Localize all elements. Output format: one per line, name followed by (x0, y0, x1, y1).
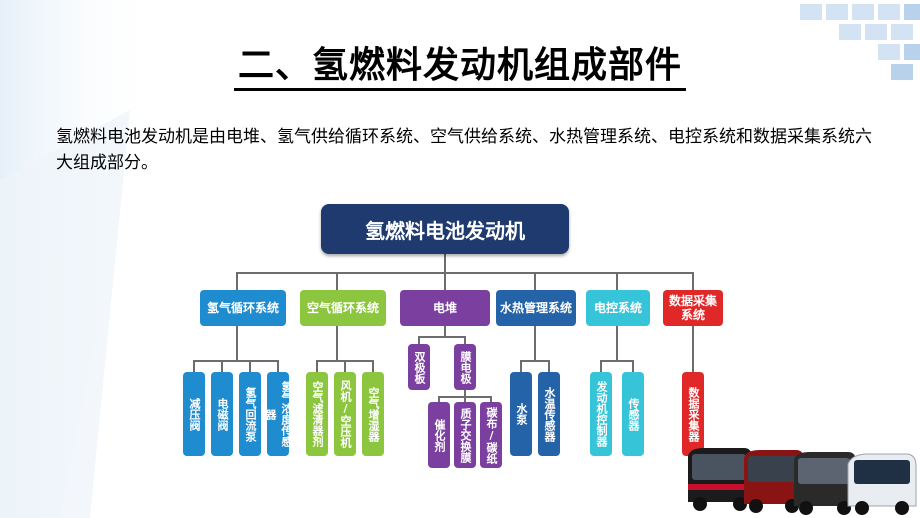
leaf-proton-exchange-membrane: 质子交换膜 (454, 402, 476, 468)
root-node: 氢燃料电池发动机 (321, 204, 569, 254)
intro-paragraph: 氢燃料电池发动机是由电堆、氢气供给循环系统、空气供给系统、水热管理系统、电控系统… (56, 127, 872, 173)
leaf-membrane-electrode: 膜电极 (454, 344, 476, 390)
connector (249, 360, 251, 372)
connector (616, 326, 618, 360)
connector (534, 272, 536, 290)
connector (372, 360, 374, 372)
connector (490, 396, 492, 402)
leaf-water-pump: 水泵 (510, 372, 532, 456)
leaf-air-humidifier: 空气增湿器 (362, 372, 384, 456)
leaf-air-filter: 空气滤清器剂 (306, 372, 328, 456)
leaf-carbon-cloth-paper: 碳布/碳纸 (480, 402, 502, 468)
connector (236, 272, 238, 290)
connector (692, 272, 694, 290)
leaf-solenoid-valve: 电磁阀 (211, 372, 233, 456)
connector (344, 360, 346, 372)
buses-illustration (688, 448, 917, 515)
connector (464, 336, 466, 344)
connector (520, 360, 522, 372)
category-data: 数据采集系统 (663, 290, 723, 326)
leaf-data-collector: 数据采集器 (682, 372, 704, 456)
connector (600, 360, 602, 372)
connector (692, 326, 694, 372)
leaf-catalyst: 催化剂 (428, 402, 450, 468)
connector (336, 272, 338, 290)
category-hydrogen: 氢气循环系统 (200, 290, 286, 326)
connector (444, 272, 446, 290)
category-water-heat: 水热管理系统 (496, 290, 576, 326)
connector (193, 360, 279, 362)
connector (236, 272, 692, 274)
leaf-water-temperature-sensor: 水温传感器 (538, 372, 560, 456)
connector (336, 326, 338, 360)
leaf-sensor: 传感器 (622, 372, 644, 456)
slide-title: 二、氢燃料发动机组成部件 (0, 36, 920, 91)
connector (444, 326, 446, 336)
connector (316, 360, 318, 372)
engine-components-diagram: 氢燃料电池发动机 氢气循环系统 空气循环系统 电堆 水热管理系统 电控系统 数据… (166, 186, 744, 494)
leaf-fan-compressor: 风机/空压机 (334, 372, 356, 456)
connector (464, 396, 466, 402)
connector (632, 360, 634, 372)
connector (193, 360, 195, 372)
category-air: 空气循环系统 (300, 290, 386, 326)
connector (444, 254, 446, 272)
leaf-hydrogen-recirculation-pump: 氢气回流泵 (239, 372, 261, 456)
connector (236, 326, 238, 360)
connector (277, 360, 279, 372)
connector (600, 360, 634, 362)
leaf-pressure-reducing-valve: 减压阀 (183, 372, 205, 456)
leaf-bipolar-plate: 双极板 (408, 344, 430, 390)
leaf-hydrogen-concentration-sensor: 氢气浓度传感器 (264, 372, 293, 456)
category-control: 电控系统 (586, 290, 650, 326)
connector (418, 336, 420, 344)
connector (438, 396, 440, 402)
connector (520, 360, 550, 362)
category-stack: 电堆 (400, 290, 490, 326)
connector (616, 272, 618, 290)
connector (548, 360, 550, 372)
connector (221, 360, 223, 372)
connector (464, 390, 466, 396)
slide-title-text: 二、氢燃料发动机组成部件 (233, 45, 686, 91)
leaf-engine-controller: 发动机控制器 (590, 372, 612, 456)
connector (534, 326, 536, 360)
connector (418, 336, 466, 338)
